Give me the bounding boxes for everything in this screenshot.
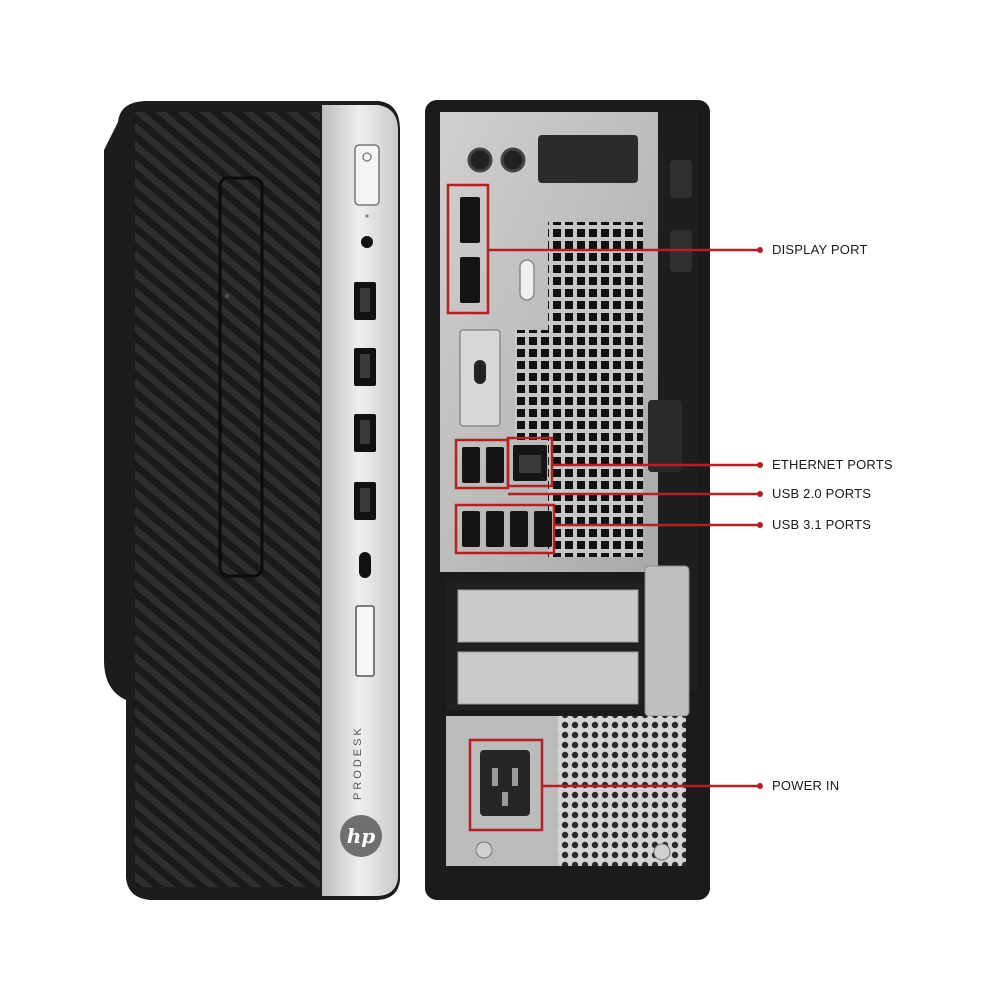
callout-dots: [757, 247, 763, 789]
expansion-slot-cover: [457, 589, 639, 643]
optical-drive-outline: [218, 176, 264, 578]
power-connector: [480, 750, 530, 816]
display-port-connector: [460, 197, 480, 243]
expansion-slot-cover: [457, 651, 639, 705]
psu-fan-vent: [558, 716, 686, 866]
usb-c-port: [359, 552, 371, 578]
usb-3-highlight: [454, 503, 556, 555]
headphone-jack: [361, 236, 373, 248]
audio-jack: [467, 147, 493, 173]
slot-latch: [644, 565, 690, 717]
usb-3-port: [462, 511, 480, 547]
front-usb-ports: [354, 282, 376, 520]
power-button: [354, 144, 380, 206]
front-panel: [104, 101, 400, 900]
hp-logo: hp: [340, 815, 382, 857]
usb-2-port: [486, 447, 504, 483]
rear-vent: [548, 222, 643, 557]
audio-jack: [500, 147, 526, 173]
callout-usb-2-ports: USB 2.0 PORTS: [772, 486, 872, 501]
brand-name: PRODESK: [352, 725, 364, 800]
rear-panel: [425, 100, 710, 900]
callout-overlays: [446, 183, 760, 832]
usb-3-port: [510, 511, 528, 547]
power-icon: [362, 152, 372, 162]
usb-3-port: [486, 511, 504, 547]
callout-display-port: DISPLAY PORT: [772, 242, 868, 257]
ethernet-highlight: [506, 436, 554, 488]
callout-ethernet-ports: ETHERNET PORTS: [772, 457, 893, 472]
display-port-connector: [460, 257, 480, 303]
callout-power-in: POWER IN: [772, 778, 840, 793]
usb-3-port: [534, 511, 552, 547]
callout-usb-3-ports: USB 3.1 PORTS: [772, 517, 872, 532]
usb-2-port: [462, 447, 480, 483]
serial-port-cover: [538, 135, 638, 183]
front-mesh: [135, 112, 320, 887]
card-reader-slot: [355, 605, 375, 677]
